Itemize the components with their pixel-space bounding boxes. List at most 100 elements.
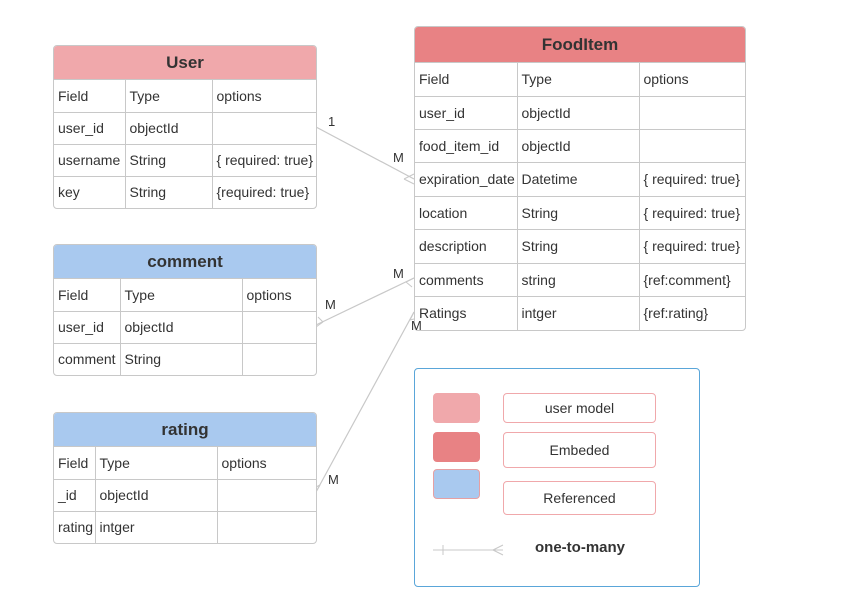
column-header: options	[639, 63, 745, 97]
rating-entity[interactable]: rating Field Type options _id objectId r…	[53, 412, 317, 544]
table-row: description String { required: true}	[415, 229, 745, 264]
table-row: user_id objectId	[54, 311, 316, 344]
field-options: { required: true}	[639, 229, 745, 264]
table-row: rating intger	[54, 511, 316, 543]
table-row: expiration_date Datetime { required: tru…	[415, 162, 745, 197]
column-header: options	[212, 80, 316, 113]
field-name: key	[54, 176, 126, 208]
column-header: options	[217, 447, 316, 480]
field-type: string	[517, 263, 640, 297]
field-options: { required: true}	[639, 196, 745, 230]
entity-fields-table: Field Type options user_id objectId comm…	[54, 279, 316, 375]
field-name: rating	[54, 511, 96, 543]
entity-title: User	[54, 46, 316, 80]
table-row: food_item_id objectId	[415, 129, 745, 163]
table-row: key String {required: true}	[54, 176, 316, 208]
field-type: String	[125, 176, 213, 208]
field-type: String	[125, 144, 213, 177]
field-name: _id	[54, 479, 96, 512]
field-options: { required: true}	[639, 162, 745, 197]
table-row: comments string {ref:comment}	[415, 263, 745, 297]
field-name: user_id	[54, 311, 121, 344]
legend-swatch-referenced	[433, 469, 480, 499]
field-options	[242, 343, 316, 375]
field-options: {required: true}	[216, 184, 310, 201]
column-header: Type	[95, 447, 218, 480]
legend-edge-sample	[433, 544, 504, 556]
column-header: Type	[517, 63, 640, 97]
field-options	[217, 479, 316, 512]
cardinality-label: M	[328, 472, 339, 487]
legend-swatch-user-model	[433, 393, 480, 423]
field-type: intger	[517, 296, 640, 330]
user-fooditem-connector	[315, 126, 415, 180]
field-name: Ratings	[415, 296, 518, 330]
legend-label-referenced: Referenced	[503, 481, 656, 515]
rating-fooditem-connector	[315, 311, 415, 493]
field-options: {ref:comment}	[639, 263, 745, 297]
crow-foot-comment-right	[405, 277, 415, 288]
table-header-row: Field Type options	[415, 63, 745, 97]
field-type: String	[517, 229, 640, 264]
field-name: username	[54, 144, 126, 177]
field-type: objectId	[517, 129, 640, 163]
cardinality-label: M	[411, 318, 422, 333]
column-header: Type	[120, 279, 243, 312]
field-name: food_item_id	[415, 129, 518, 163]
column-header: Type	[125, 80, 213, 113]
fooditem-entity[interactable]: FoodItem Field Type options user_id obje…	[414, 26, 746, 331]
field-type: objectId	[517, 96, 640, 130]
field-options	[242, 311, 316, 344]
field-options: {ref:rating}	[643, 305, 709, 322]
user-entity[interactable]: User Field Type options user_id objectId…	[53, 45, 317, 209]
cardinality-label: M	[393, 266, 404, 281]
cardinality-label: M	[325, 297, 336, 312]
field-type: String	[517, 196, 640, 230]
field-type: intger	[95, 511, 218, 543]
field-name: expiration_date	[415, 162, 518, 197]
entity-fields-table: Field Type options user_id objectId food…	[415, 63, 745, 330]
table-row: username String { required: true}	[54, 144, 316, 177]
table-row: comment String	[54, 343, 316, 375]
entity-title: FoodItem	[415, 27, 745, 63]
crow-foot-comment-left	[315, 316, 324, 328]
legend-label-user-model: user model	[503, 393, 656, 423]
entity-fields-table: Field Type options user_id objectId user…	[54, 80, 316, 208]
field-name: comment	[54, 343, 121, 375]
cardinality-label: M	[393, 150, 404, 165]
field-name: location	[415, 196, 518, 230]
column-header: Field	[54, 279, 121, 312]
field-type: String	[120, 343, 243, 375]
comment-entity[interactable]: comment Field Type options user_id objec…	[53, 244, 317, 376]
column-header: options	[242, 279, 316, 312]
field-type: objectId	[125, 112, 213, 145]
field-options	[212, 112, 316, 145]
column-header: Field	[54, 447, 96, 480]
field-type: objectId	[95, 479, 218, 512]
field-options: { required: true}	[212, 144, 316, 177]
cardinality-label: 1	[328, 114, 336, 129]
table-row: Ratings intger {ref:rating}	[415, 296, 745, 330]
field-type: objectId	[120, 311, 243, 344]
field-options	[217, 511, 316, 543]
field-options	[639, 129, 745, 163]
table-row: user_id objectId	[415, 96, 745, 130]
table-header-row: Field Type options	[54, 279, 316, 312]
field-name: user_id	[415, 96, 518, 130]
legend-label-embedded: Embeded	[503, 432, 656, 468]
column-header: Field	[415, 63, 518, 97]
field-type: Datetime	[517, 162, 640, 197]
table-row: user_id objectId	[54, 112, 316, 145]
comment-fooditem-connector	[315, 277, 415, 326]
table-header-row: Field Type options	[54, 80, 316, 113]
column-header: Field	[54, 80, 126, 113]
field-name: user_id	[54, 112, 126, 145]
entity-title: comment	[54, 245, 316, 279]
entity-fields-table: Field Type options _id objectId rating i…	[54, 447, 316, 543]
table-row: _id objectId	[54, 479, 316, 512]
legend-edge-label: one-to-many	[535, 539, 625, 556]
table-header-row: Field Type options	[54, 447, 316, 480]
table-row: location String { required: true}	[415, 196, 745, 230]
legend: user model Embeded Referenced one-to-man…	[414, 368, 700, 587]
field-name: comments	[415, 263, 518, 297]
